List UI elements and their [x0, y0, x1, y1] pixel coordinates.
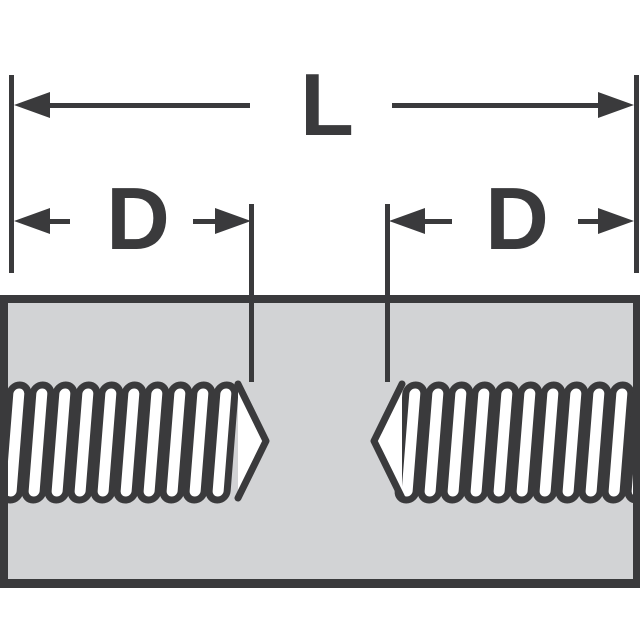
length-arrowhead-right-icon [598, 92, 634, 118]
left-thread-depth-label: D [106, 169, 170, 268]
thread-coil [113, 381, 147, 504]
thread-coil [509, 381, 543, 504]
thread-coil [486, 381, 520, 504]
thread-coil [205, 381, 239, 504]
length-dim-line-left [44, 103, 250, 108]
thread-coil [182, 381, 216, 504]
right-depth-arrowhead-outer-icon [598, 208, 634, 234]
thread-coil [532, 381, 566, 504]
thread-coil [136, 381, 170, 504]
thread-coil [21, 381, 55, 504]
left-thread-depth-extension-line [249, 204, 254, 382]
thread-coil [67, 381, 101, 504]
right-depth-arrowhead-inner-icon [389, 208, 425, 234]
thread-coil [463, 381, 497, 504]
standoff-outline [0, 295, 640, 588]
left-depth-dim-tail-inner [193, 219, 219, 224]
length-dim-line-right [392, 103, 600, 108]
left-thread-point-icon [234, 380, 270, 502]
thread-coil [44, 381, 78, 504]
thread-coil [555, 381, 589, 504]
right-depth-dim-tail-inner [421, 219, 452, 224]
right-thread-depth-extension-line [385, 204, 390, 382]
thread-coil [159, 381, 193, 504]
right-depth-dim-tail-outer [578, 219, 602, 224]
thread-coil [578, 381, 612, 504]
left-edge-extension-line [9, 75, 14, 273]
thread-coil [601, 381, 635, 504]
thread-coil [417, 381, 451, 504]
overall-length-label: L [300, 55, 354, 154]
right-edge-extension-line [634, 75, 639, 273]
left-depth-arrowhead-outer-icon [14, 208, 50, 234]
thread-coil [440, 381, 474, 504]
left-depth-arrowhead-inner-icon [215, 208, 251, 234]
right-thread-depth-label: D [485, 169, 549, 268]
left-thread-coils [0, 381, 239, 504]
right-thread-point-icon [370, 380, 406, 502]
thread-coil [90, 381, 124, 504]
left-depth-dim-tail-outer [46, 219, 70, 224]
